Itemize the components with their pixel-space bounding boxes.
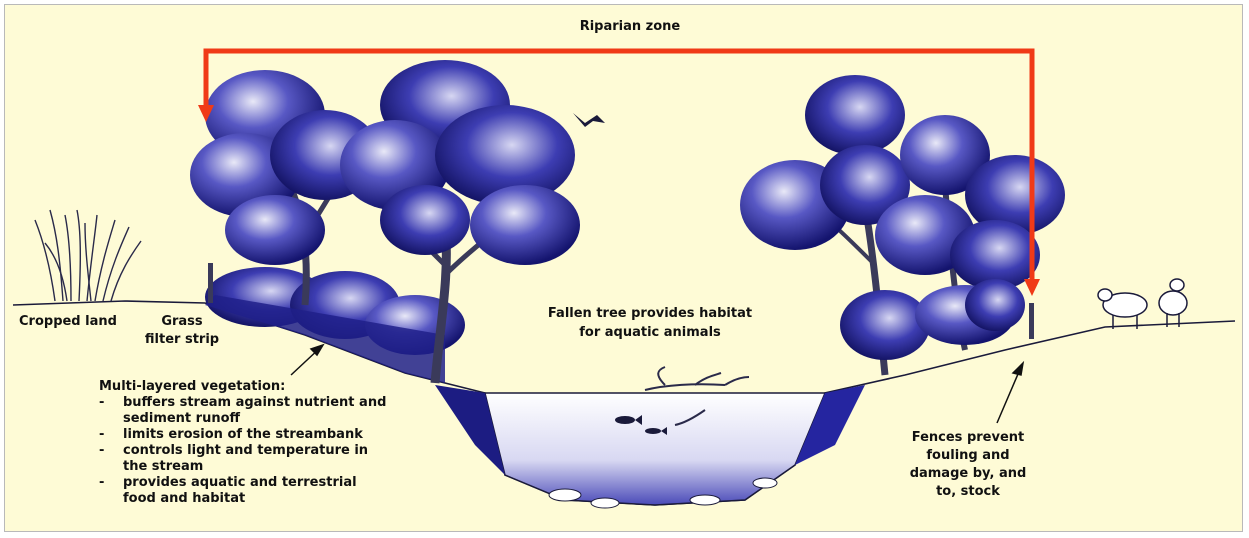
list-item-text: buffers stream against nutrient and sedi… (123, 395, 386, 426)
sheep-icon (1159, 279, 1187, 327)
list-item: - buffers stream against nutrient and se… (99, 395, 389, 427)
list-item-text: limits erosion of the streambank (123, 427, 363, 442)
understorey-left (205, 267, 465, 383)
grass-clump-icon (35, 210, 141, 301)
list-item: - limits erosion of the streambank (99, 427, 389, 443)
vegetation-list: - buffers stream against nutrient and se… (99, 395, 389, 507)
diagram-frame: Riparian zone Cropped land Grass filter … (4, 4, 1243, 532)
fences-label: Fences prevent fouling and damage by, an… (903, 429, 1033, 501)
grass-filter-strip-label: Grass filter strip (142, 313, 222, 349)
bird-icon (573, 113, 605, 127)
riparian-zone-title: Riparian zone (525, 18, 735, 35)
cropped-land-label: Cropped land (19, 313, 129, 330)
bullet-dash: - (99, 395, 104, 411)
fence-post-icon (1029, 303, 1034, 339)
pointer-arrow-icon (291, 345, 323, 375)
vegetation-heading: Multi-layered vegetation: (99, 379, 389, 395)
list-item-text: controls light and temperature in the st… (123, 443, 368, 474)
understorey-right (840, 279, 1025, 360)
fence-post-icon (208, 263, 213, 303)
fallen-tree-label: Fallen tree provides habitat for aquatic… (545, 304, 755, 342)
list-item: - provides aquatic and terrestrial food … (99, 475, 389, 507)
bullet-dash: - (99, 443, 104, 459)
sheep-icon (1098, 289, 1147, 329)
bullet-dash: - (99, 427, 104, 443)
list-item: - controls light and temperature in the … (99, 443, 389, 475)
list-item-text: provides aquatic and terrestrial food an… (123, 475, 357, 506)
vegetation-note: Multi-layered vegetation: - buffers stre… (99, 379, 389, 507)
bullet-dash: - (99, 475, 104, 491)
pointer-arrow-icon (997, 363, 1023, 423)
